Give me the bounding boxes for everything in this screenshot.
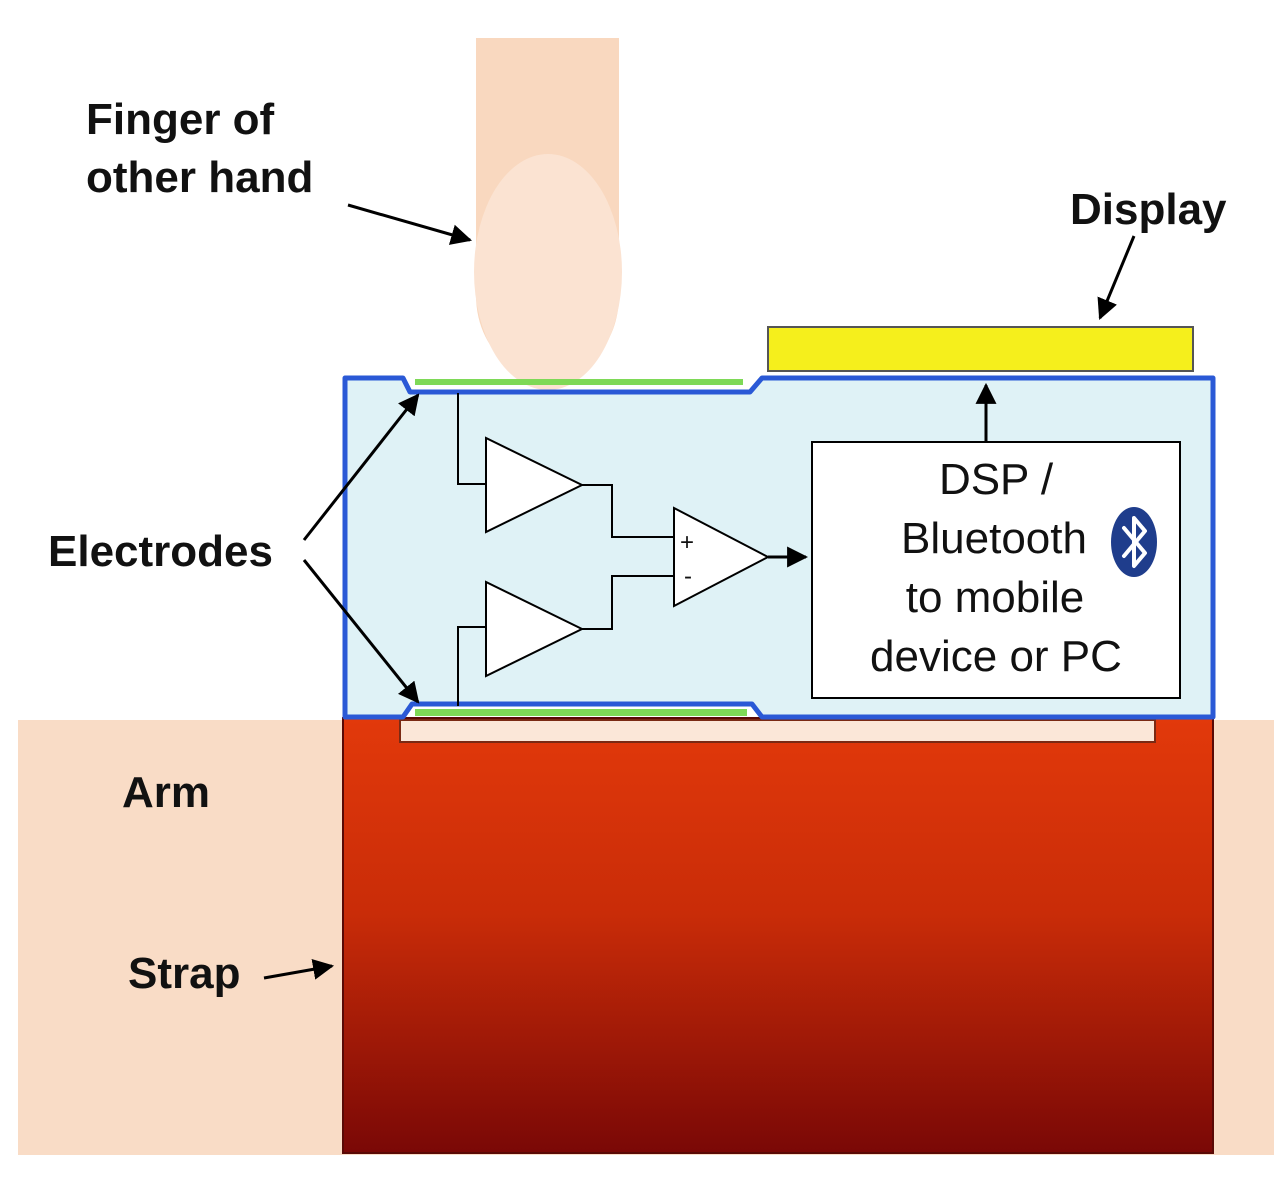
wire-top-to-diff xyxy=(582,484,674,538)
buffer-amplifier-top xyxy=(485,436,585,534)
strap xyxy=(342,717,1214,1154)
bottom-electrode xyxy=(415,709,747,716)
dsp-line2: Bluetooth xyxy=(901,514,1087,563)
finger-arrow xyxy=(347,203,473,245)
electrodes-label: Electrodes xyxy=(48,527,273,576)
bottom-lead xyxy=(457,626,486,706)
bluetooth-icon xyxy=(1111,507,1157,577)
wire-bottom-to-diff xyxy=(582,575,674,630)
minus-sign: - xyxy=(684,563,692,590)
display-label: Display xyxy=(1070,185,1227,234)
dsp-box xyxy=(811,441,1181,699)
dsp-line1: DSP / xyxy=(939,455,1054,504)
top-electrode xyxy=(415,379,743,385)
fingernail xyxy=(474,154,622,390)
electrodes-arrow-top xyxy=(302,393,420,541)
strap-arrow xyxy=(263,958,335,980)
finger-label-line2: other hand xyxy=(86,153,313,202)
finger-label-line1: Finger of xyxy=(86,95,275,144)
display xyxy=(767,326,1194,372)
display-arrow xyxy=(1097,235,1136,320)
arm-label: Arm xyxy=(122,768,210,817)
differential-amplifier xyxy=(673,506,771,608)
electrodes-arrow-bottom xyxy=(302,559,420,704)
strap-pad xyxy=(399,719,1156,743)
top-lead xyxy=(457,393,486,485)
dsp-line4: device or PC xyxy=(870,632,1122,681)
plus-sign: + xyxy=(680,529,694,556)
strap-label: Strap xyxy=(128,949,240,998)
dsp-line3: to mobile xyxy=(906,573,1085,622)
buffer-amplifier-bottom xyxy=(485,580,585,678)
